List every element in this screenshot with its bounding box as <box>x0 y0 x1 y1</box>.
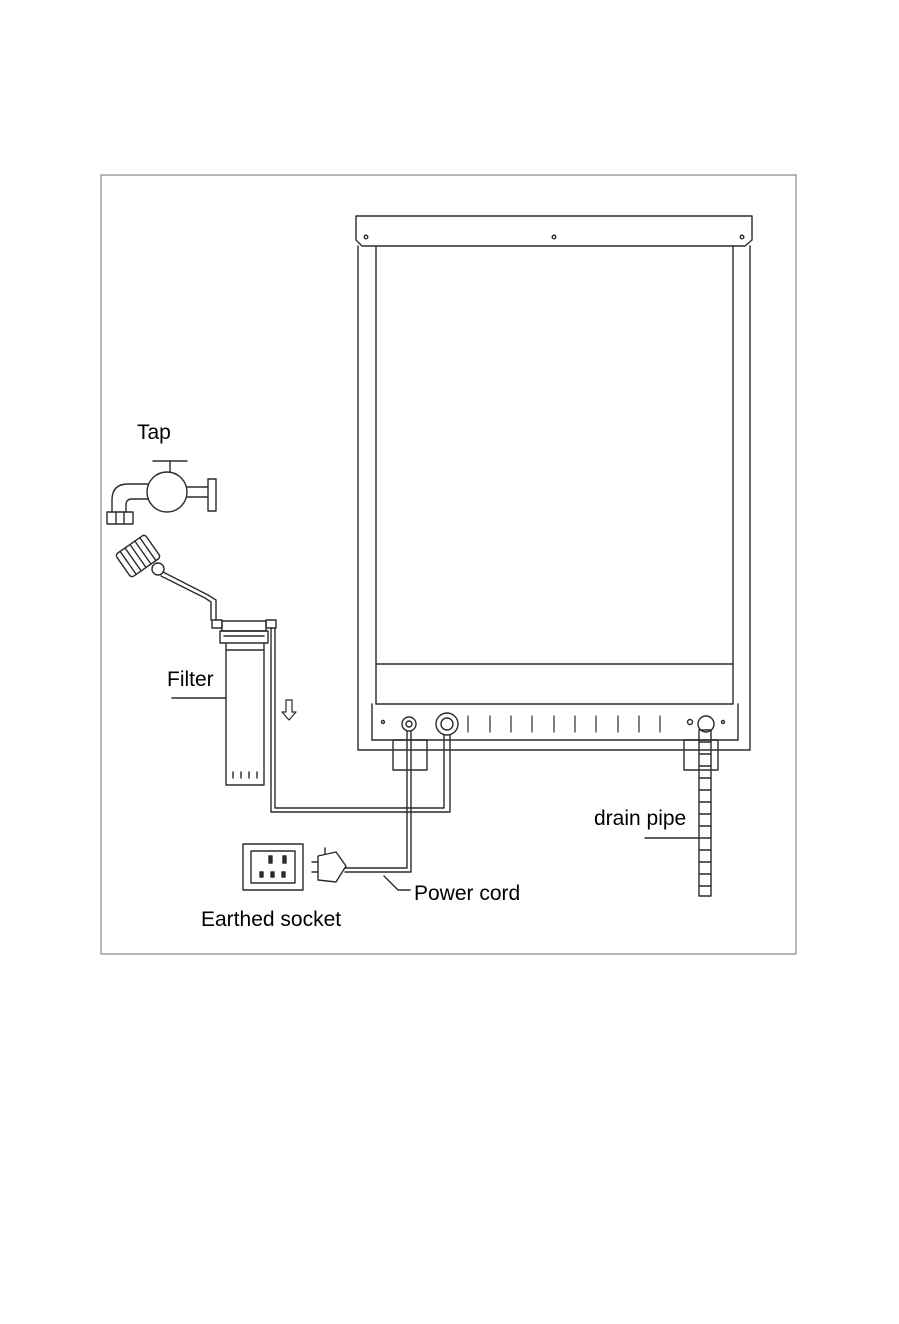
power-cord-label: Power cord <box>414 882 520 905</box>
flow-arrow-icon <box>282 700 296 720</box>
hose-connector-icon <box>115 534 164 578</box>
tap-icon <box>107 461 216 524</box>
earthed-socket-icon <box>243 844 303 890</box>
left-foot <box>393 740 427 770</box>
plug-icon <box>312 848 346 882</box>
dishwasher-appliance <box>356 216 752 770</box>
drain-pipe-icon <box>699 730 711 896</box>
water-filter-icon <box>212 620 276 785</box>
inlet-hose <box>163 572 216 620</box>
drain-pipe-label: drain pipe <box>594 807 686 830</box>
power-cord-leader-line <box>384 876 410 890</box>
power-port <box>402 717 416 731</box>
power-cord-line <box>345 731 407 868</box>
vent-slots <box>468 716 660 732</box>
water-inlet-icon <box>436 713 458 735</box>
tap-label: Tap <box>137 421 171 444</box>
diagram-frame <box>101 175 796 954</box>
supply-hose <box>271 628 450 812</box>
filter-label: Filter <box>167 668 214 691</box>
earthed-socket-label: Earthed socket <box>201 908 341 931</box>
